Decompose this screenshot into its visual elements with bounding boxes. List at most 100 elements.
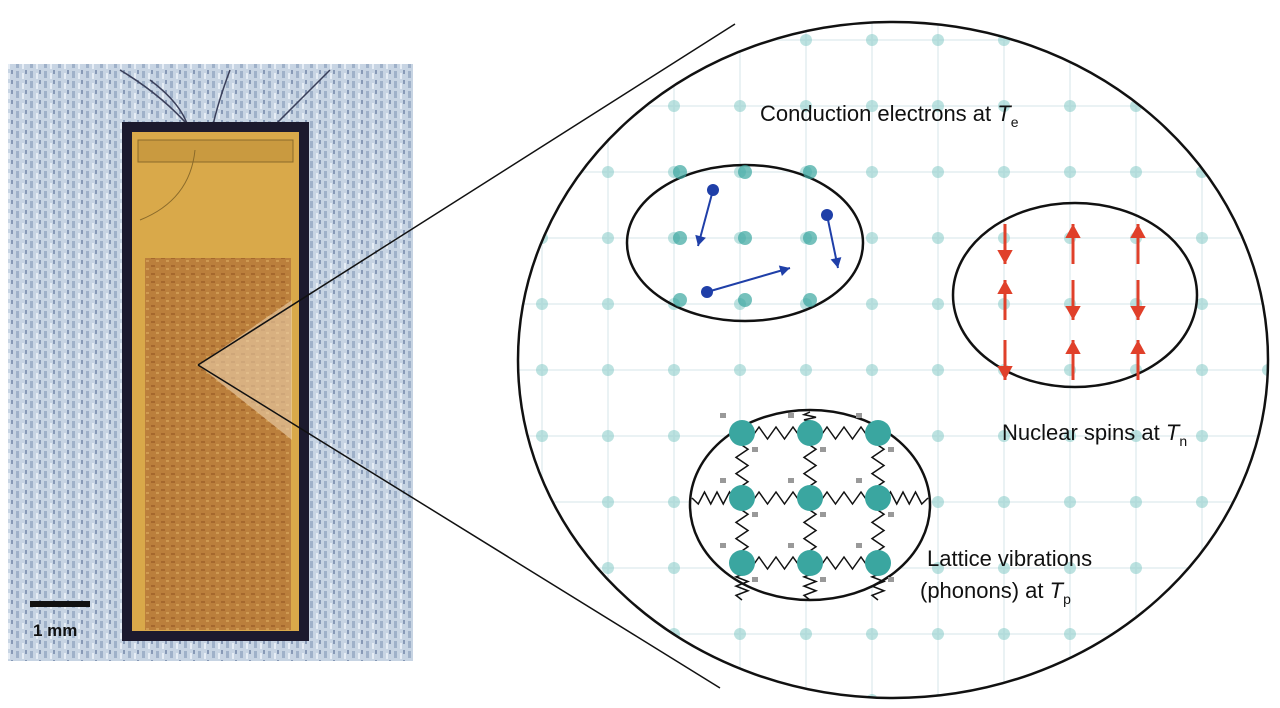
lattice-site: [738, 231, 752, 245]
zoom-triangle: [198, 300, 292, 440]
spin-arrow-head: [1130, 224, 1146, 238]
grid-dot: [668, 100, 680, 112]
chip-photo: 1 mm: [8, 64, 413, 661]
grid-dot: [932, 298, 944, 310]
grid-dot: [1196, 628, 1208, 640]
grid-dot: [866, 628, 878, 640]
grid-dot: [932, 430, 944, 442]
grid-dot: [536, 34, 548, 46]
scale-bar-label: 1 mm: [33, 621, 77, 640]
grid-dot: [1130, 628, 1142, 640]
grid-dot: [734, 364, 746, 376]
magnified-view-outline: [516, 20, 1270, 700]
phonons-inset: [688, 408, 932, 602]
label-spins: Nuclear spins at Tn: [1002, 420, 1187, 449]
contact-wire: [139, 149, 196, 221]
grid-dot: [668, 364, 680, 376]
lattice-site: [803, 293, 817, 307]
spin-arrow-head: [1130, 340, 1146, 354]
grid-dot: [1262, 100, 1268, 112]
grid-dot: [800, 100, 812, 112]
phonon-marker: [752, 577, 758, 582]
grid-dot: [932, 100, 944, 112]
grid-dot: [932, 628, 944, 640]
grid-dot: [1064, 34, 1076, 46]
grid-dot: [1130, 34, 1142, 46]
spin-arrow-head: [997, 280, 1013, 294]
grid-dot: [1262, 430, 1268, 442]
atom: [729, 485, 755, 511]
electrons-inset: [625, 163, 865, 323]
grid-dot: [800, 364, 812, 376]
spin-arrow-head: [1065, 224, 1081, 238]
lattice-site: [803, 165, 817, 179]
grid-dot: [998, 166, 1010, 178]
phonon-marker: [720, 543, 726, 548]
grid-dot: [932, 232, 944, 244]
grid-dot: [602, 628, 614, 640]
grid-dot: [1064, 562, 1076, 574]
grid-dot: [866, 100, 878, 112]
grid-dot: [1196, 364, 1208, 376]
phonon-marker: [720, 478, 726, 483]
grid-dot: [1064, 166, 1076, 178]
grid-dot: [536, 364, 548, 376]
grid-dot: [602, 364, 614, 376]
grid-dot: [1196, 694, 1208, 698]
grid-dot: [1262, 166, 1268, 178]
grid-dot: [932, 364, 944, 376]
grid-dot: [1196, 34, 1208, 46]
grid-dot: [668, 562, 680, 574]
grid-dot: [998, 562, 1010, 574]
phonon-marker: [820, 447, 826, 452]
electron-velocity-arrow-shaft: [706, 267, 791, 293]
electron-velocity-arrow-head: [830, 257, 842, 268]
grid-dot: [536, 562, 548, 574]
spin-arrow-head: [1130, 306, 1146, 320]
phonon-marker: [888, 512, 894, 517]
grid-dot: [536, 430, 548, 442]
phonon-marker: [820, 512, 826, 517]
grid-dot: [800, 628, 812, 640]
label-electrons: Conduction electrons at Te: [760, 101, 1019, 130]
phonon-marker: [788, 413, 794, 418]
grid-dot: [536, 628, 548, 640]
spins-inset: [951, 201, 1199, 389]
grid-dot: [1262, 34, 1268, 46]
grid-dot: [1130, 562, 1142, 574]
lattice-site: [673, 293, 687, 307]
lattice-site: [803, 231, 817, 245]
phonon-marker: [856, 478, 862, 483]
electron-velocity-arrow-head: [695, 234, 706, 246]
grid-dot: [602, 496, 614, 508]
grid-dot: [1064, 430, 1076, 442]
contact-pads: [137, 139, 294, 163]
label-phonons: (phonons) at Tp: [920, 578, 1071, 607]
grid-dot: [1064, 496, 1076, 508]
grid-dot: [602, 232, 614, 244]
grid-dot: [1196, 430, 1208, 442]
grid-dot: [668, 430, 680, 442]
grid-dot: [734, 100, 746, 112]
grid-dot: [602, 166, 614, 178]
grid-dot: [602, 694, 614, 698]
chip-sensor-area: [145, 258, 291, 630]
zoom-line-top: [197, 23, 736, 366]
grid-dot: [932, 34, 944, 46]
grid-dot: [1064, 628, 1076, 640]
phonon-marker: [752, 447, 758, 452]
grid-dot: [998, 628, 1010, 640]
grid-dot: [1196, 100, 1208, 112]
phonon-marker: [752, 512, 758, 517]
electron-velocity-arrow-head: [778, 265, 790, 277]
grid-dot: [998, 694, 1010, 698]
grid-dot: [998, 100, 1010, 112]
atom: [797, 485, 823, 511]
grid-dot: [602, 430, 614, 442]
grid-dot: [1262, 628, 1268, 640]
grid-dot: [536, 166, 548, 178]
grid-dot: [800, 694, 812, 698]
grid-dot: [734, 628, 746, 640]
grid-dot: [536, 298, 548, 310]
scale-bar: [30, 601, 90, 607]
